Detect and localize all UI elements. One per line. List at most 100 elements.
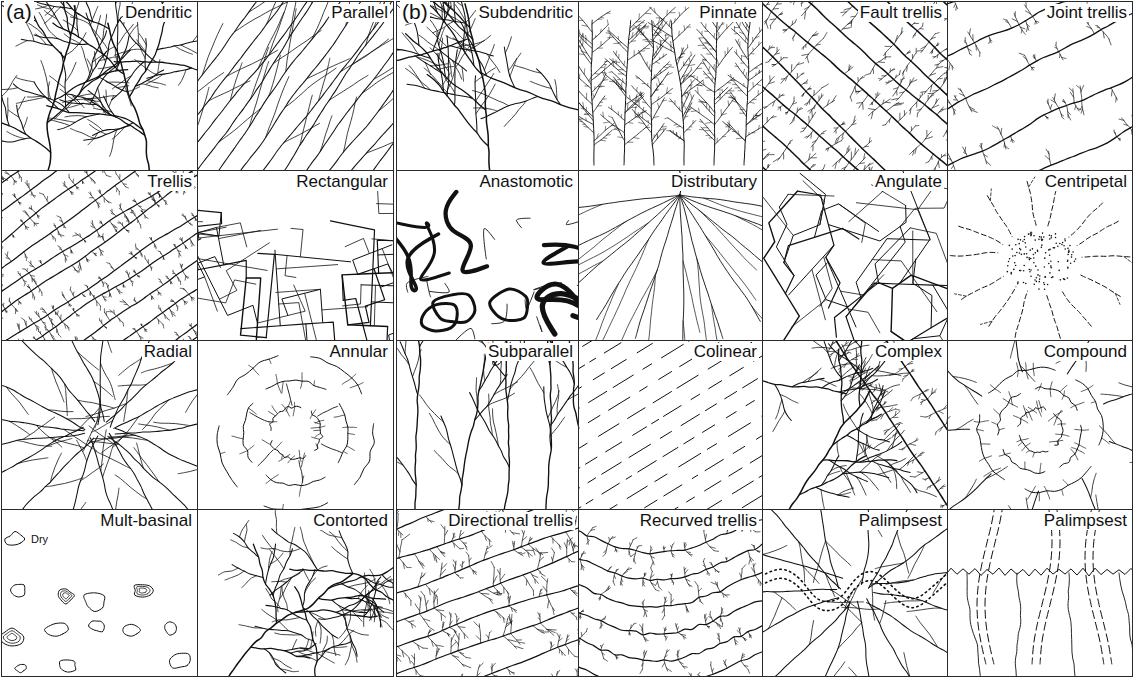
stream-line [938,162,939,167]
stream-line [14,180,16,182]
stream-line [119,191,120,194]
stream-line [27,96,45,98]
stream-line [773,8,778,10]
stream-line [144,215,145,218]
stream-line [52,324,53,328]
stream-line [929,34,935,42]
stream-line [780,107,781,111]
stream-line [13,236,14,238]
stream-line [876,57,886,64]
stream-line [643,39,648,41]
stream-line [36,328,37,331]
stream-line [900,77,904,85]
stream-line [639,14,640,19]
stream-line [427,75,488,147]
stream-line [917,109,921,110]
stream-line [842,162,850,170]
stream-line [98,66,116,68]
stream-line [617,79,620,80]
stream-line [703,80,704,85]
stream-line [1096,25,1098,26]
stream-line [18,226,197,340]
stream-line [938,78,942,80]
stream-line [183,214,188,222]
stream-line [2,178,5,181]
stream-line [13,181,15,185]
stream-line [1101,30,1109,39]
stream-line [64,181,65,185]
stream-line [40,261,41,263]
stream-line [921,91,926,93]
stream-line [141,324,142,325]
stream-line [680,57,683,58]
stream-line [101,320,102,323]
stream-line [469,35,491,49]
stream-line [773,158,780,162]
stream-line [839,159,841,163]
stream-line [683,62,684,66]
stream-line [954,96,958,102]
stream-line [131,210,132,212]
stream-line [767,4,769,5]
stream-line [763,156,768,160]
stream-line [192,328,196,336]
stream-line [40,331,41,333]
stream-line [62,33,86,58]
stream-line [604,122,610,123]
stream-line [691,110,696,112]
stream-line [641,93,642,97]
stream-line [606,32,610,34]
stream-line [870,64,876,74]
stream-line [73,179,75,183]
stream-line [158,305,159,308]
stream-line [954,4,956,8]
stream-line [924,83,934,94]
stream-line [918,95,922,100]
stream-line [25,182,30,190]
stream-line [732,131,736,132]
stream-line [666,73,672,75]
stream-line [2,194,3,197]
stream-line [128,273,130,276]
stream-line [115,231,116,232]
stream-line [33,2,109,29]
stream-line [649,65,651,69]
stream-line [639,25,641,26]
stream-line [452,61,461,80]
stream-line [19,273,22,277]
stream-line [429,5,481,74]
stream-line [579,114,593,125]
stream-line [857,102,863,104]
stream-line [117,289,120,290]
stream-line [156,203,160,206]
stream-line [158,292,159,294]
stream-line [697,87,698,93]
stream-line [773,101,775,106]
stream-line [102,282,104,284]
stream-line [17,97,24,111]
stream-line [834,127,838,128]
stream-line [1073,89,1074,103]
stream-line [150,294,154,299]
stream-line [638,112,639,116]
stream-line [822,133,824,134]
stream-line [1115,132,1116,134]
stream-line [701,31,702,35]
stream-line [699,121,702,123]
stream-line [634,51,635,56]
stream-line [176,303,178,308]
stream-line [922,23,923,26]
stream-line [848,146,849,151]
stream-line [439,28,445,46]
stream-line [817,95,823,103]
stream-line [65,324,66,328]
stream-line [911,53,916,61]
stream-line [119,205,123,212]
stream-line [670,41,671,46]
stream-line [582,41,583,46]
stream-line [900,91,904,93]
stream-line [886,82,889,83]
stream-line [906,66,908,71]
stream-line [671,21,684,165]
stream-line [1070,92,1073,97]
